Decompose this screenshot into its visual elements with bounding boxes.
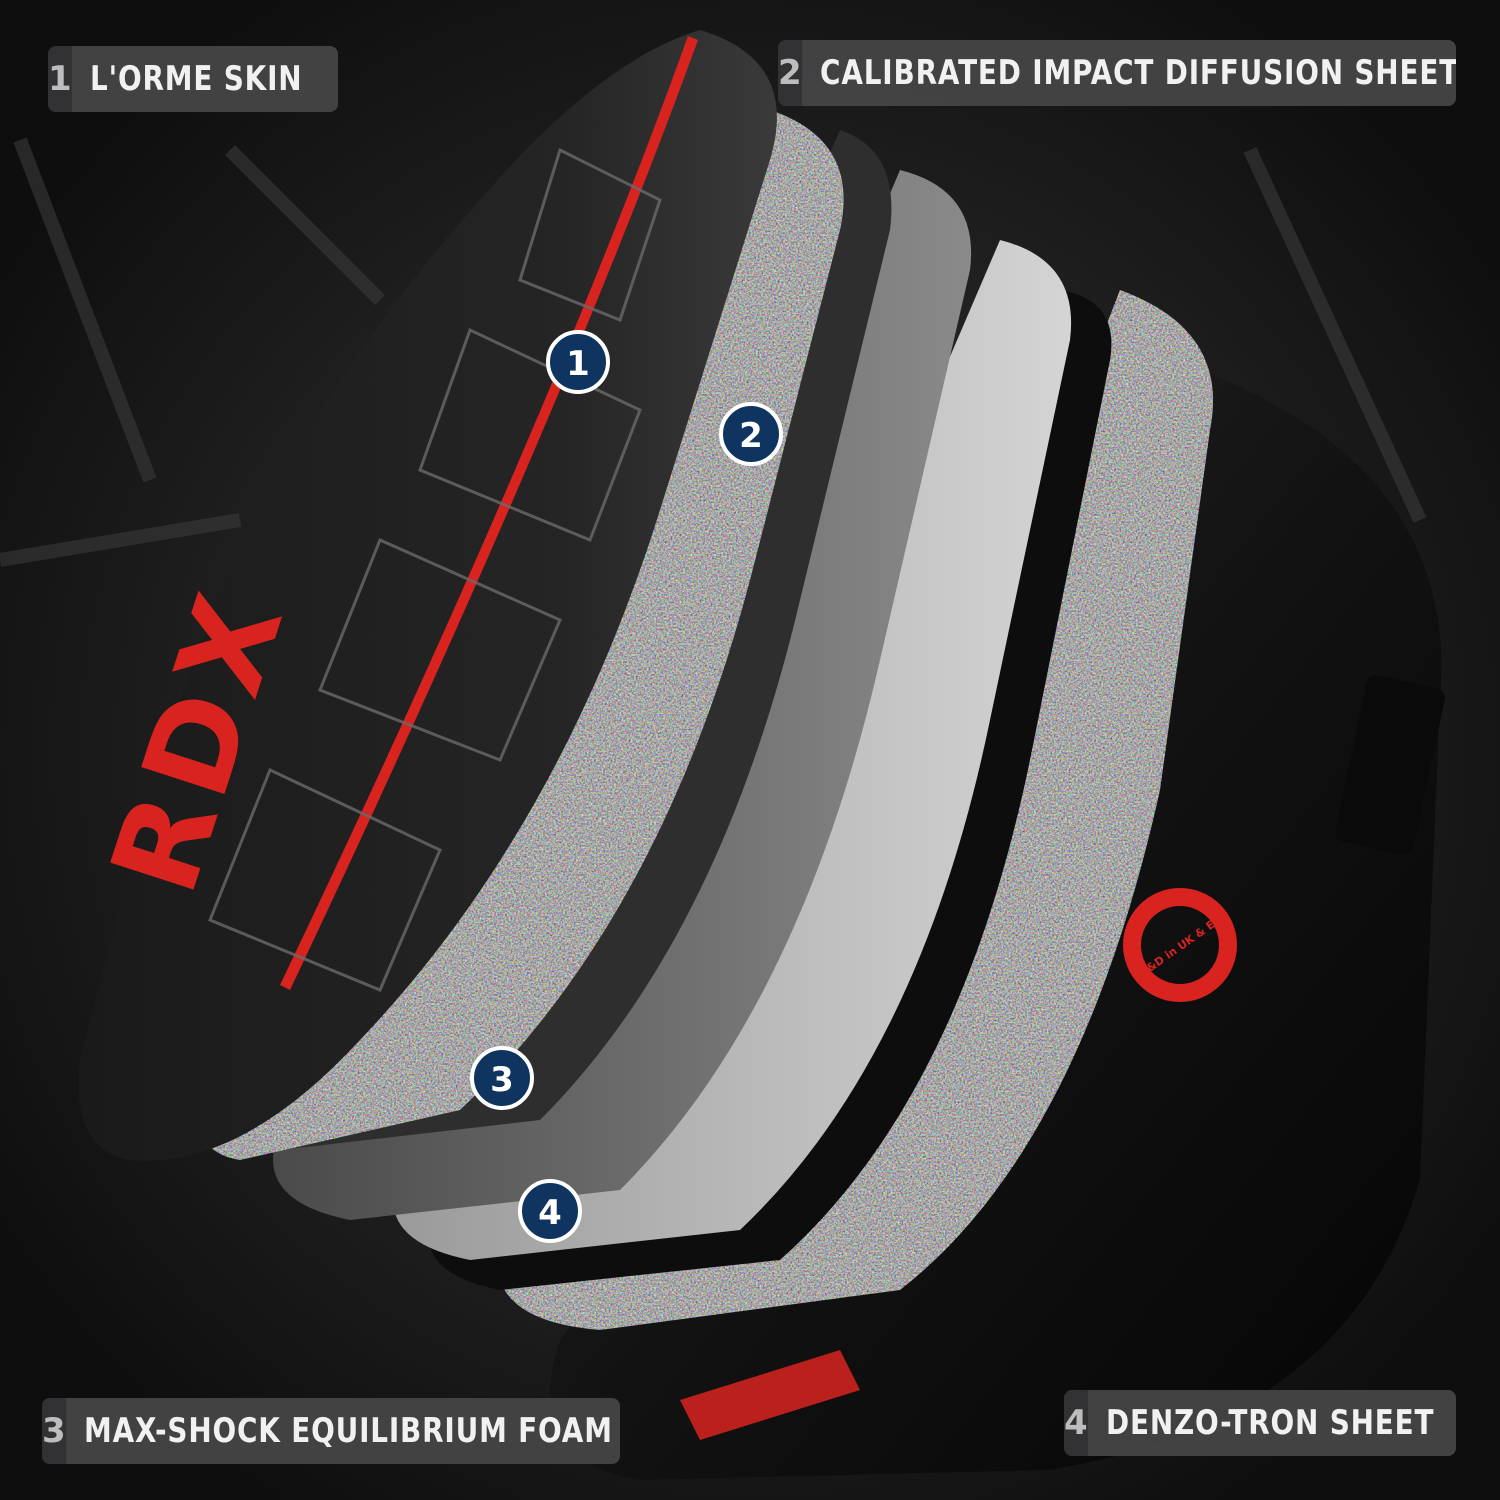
layer-label-4-number: 4 [1064, 1390, 1088, 1456]
marker-2: 2 [719, 402, 783, 466]
layer-label-2: 2 CALIBRATED IMPACT DIFFUSION SHEET [778, 40, 1456, 106]
layer-label-3-text: MAX-SHOCK EQUILIBRIUM FOAM [83, 1411, 613, 1451]
marker-1-number: 1 [566, 344, 590, 384]
red-stripe [280, 36, 698, 990]
layer-label-4-text: DENZO-TRON SHEET [1105, 1403, 1435, 1443]
embossed-graphic [208, 147, 662, 992]
layer-label-1-number: 1 [48, 46, 72, 112]
marker-4-number: 4 [538, 1193, 562, 1233]
background-streaks [0, 137, 1427, 567]
layer-label-1-text: L'ORME SKIN [89, 59, 303, 99]
pad-handle [1335, 675, 1445, 855]
marker-4: 4 [518, 1179, 582, 1243]
marker-1: 1 [546, 330, 610, 394]
layer-label-3-number: 3 [42, 1398, 66, 1464]
layer-label-2-number: 2 [778, 40, 802, 106]
marker-3: 3 [470, 1046, 534, 1110]
layer-label-4: 4 DENZO-TRON SHEET [1064, 1390, 1456, 1456]
pad-red-logo [680, 1350, 860, 1440]
marker-3-number: 3 [490, 1060, 514, 1100]
layer-label-3: 3 MAX-SHOCK EQUILIBRIUM FOAM [42, 1398, 620, 1464]
layer-label-1: 1 L'ORME SKIN [48, 46, 338, 112]
marker-2-number: 2 [739, 416, 763, 456]
layer-label-2-text: CALIBRATED IMPACT DIFFUSION SHEET [819, 53, 1456, 93]
